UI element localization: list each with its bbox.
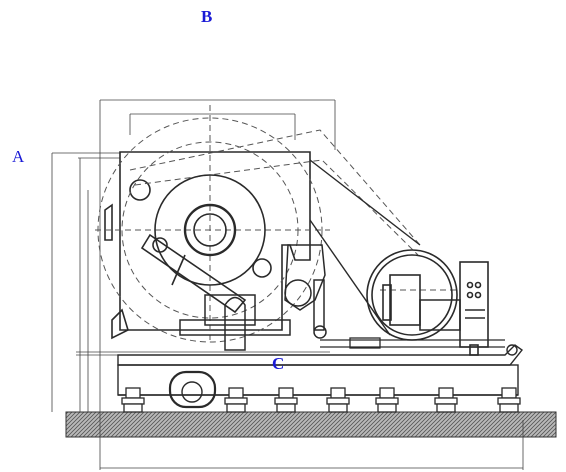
base-frame — [117, 344, 524, 409]
dimension-label-b: B — [201, 7, 213, 26]
dimension-label-a: A — [12, 147, 25, 166]
motor-unit — [366, 249, 489, 356]
motor-pulley — [366, 249, 458, 341]
main-drum — [140, 174, 266, 314]
leveling-feet — [121, 387, 521, 413]
dimension-label-c: C — [272, 354, 285, 373]
drive-belt — [309, 159, 421, 336]
motor-rails — [320, 337, 505, 349]
flywheel-dashed — [95, 105, 460, 343]
jaw-assembly — [179, 244, 327, 351]
ground-slab — [65, 411, 557, 438]
